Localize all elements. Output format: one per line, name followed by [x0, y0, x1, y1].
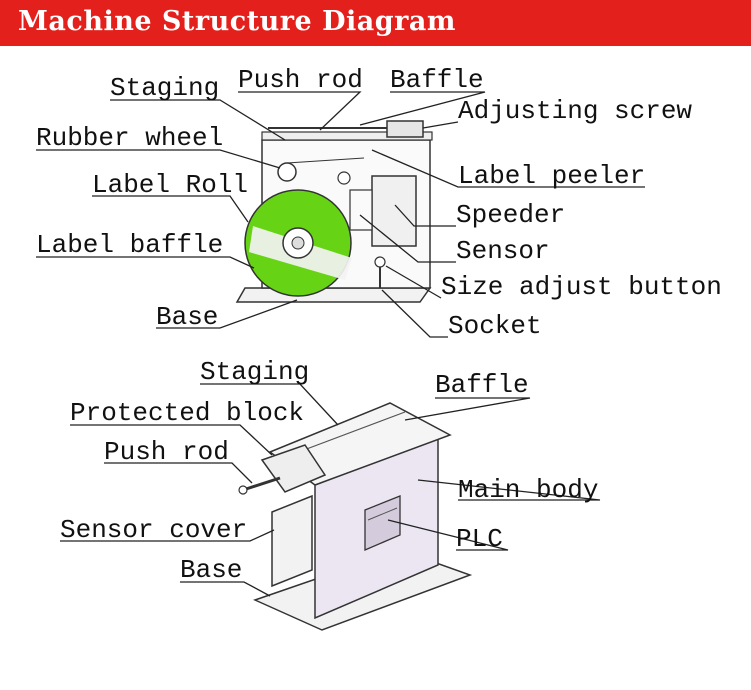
label-adjusting-screw: Adjusting screw — [458, 96, 692, 126]
label-path — [286, 157, 365, 164]
label-size-adjust-button: Size adjust button — [441, 272, 722, 302]
label-label-peeler: Label peeler — [458, 161, 645, 191]
label-base: Base — [156, 302, 218, 332]
size-adjust-knob — [374, 256, 386, 268]
label-push-rod-2: Push rod — [104, 437, 229, 467]
plc-display-line — [367, 507, 398, 521]
label-main-body: Main body — [458, 475, 598, 505]
bottom-labels: Staging Baffle Protected block Push rod … — [60, 357, 598, 585]
label-socket: Socket — [448, 311, 542, 341]
push-rod-knob — [238, 485, 248, 495]
sensor-cover-box — [271, 494, 313, 588]
label-base-2: Base — [180, 555, 242, 585]
plc-panel — [364, 495, 401, 551]
label-roll-hub — [291, 236, 305, 250]
label-speeder: Speeder — [456, 200, 565, 230]
page-title: Machine Structure Diagram — [18, 6, 456, 37]
label-baffle: Baffle — [390, 65, 484, 95]
top-baffle-rail — [261, 131, 433, 141]
label-baffle-2: Baffle — [435, 370, 529, 400]
speeder-box — [371, 175, 417, 247]
peeler-roller — [337, 171, 351, 185]
label-push-rod: Push rod — [238, 65, 363, 95]
bottom-leader-lines — [60, 383, 601, 597]
label-protected-block: Protected block — [70, 398, 304, 428]
adjusting-screw-block — [386, 120, 424, 138]
top-labels: Staging Push rod Baffle Adjusting screw … — [36, 65, 722, 341]
top-machine — [235, 120, 433, 303]
title-banner: Machine Structure Diagram — [0, 0, 751, 46]
top-leader-lines — [36, 91, 645, 338]
label-plc: PLC — [456, 524, 503, 554]
bottom-push-rod-shape — [242, 476, 281, 492]
label-staging: Staging — [110, 73, 219, 103]
label-label-roll: Label Roll — [92, 170, 248, 200]
label-label-baffle: Label baffle — [36, 230, 223, 260]
label-sensor: Sensor — [456, 236, 550, 266]
label-sensor-cover: Sensor cover — [60, 515, 247, 545]
label-staging-2: Staging — [200, 357, 309, 387]
label-rubber-wheel: Rubber wheel — [36, 123, 223, 153]
sensor-block — [349, 189, 373, 231]
top-base-plate — [235, 287, 432, 303]
bottom-machine — [238, 402, 473, 631]
rubber-wheel-shape — [277, 162, 297, 182]
